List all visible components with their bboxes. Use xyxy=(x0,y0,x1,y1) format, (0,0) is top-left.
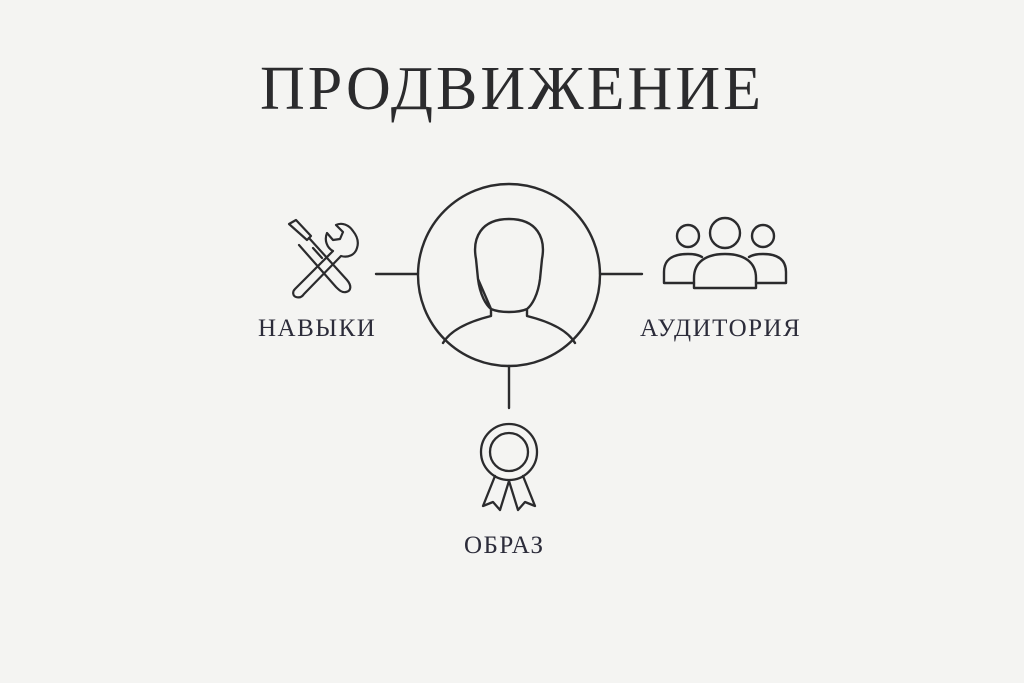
label-image: ОБРАЗ xyxy=(464,532,545,559)
person-icon xyxy=(416,182,602,368)
diagram-title: ПРОДВИЖЕНИЕ xyxy=(260,55,764,123)
label-audience: АУДИТОРИЯ xyxy=(640,315,802,342)
label-skills: НАВЫКИ xyxy=(258,315,377,342)
award-ribbon-icon xyxy=(479,422,539,512)
tools-icon xyxy=(287,218,359,299)
group-icon xyxy=(662,216,788,290)
